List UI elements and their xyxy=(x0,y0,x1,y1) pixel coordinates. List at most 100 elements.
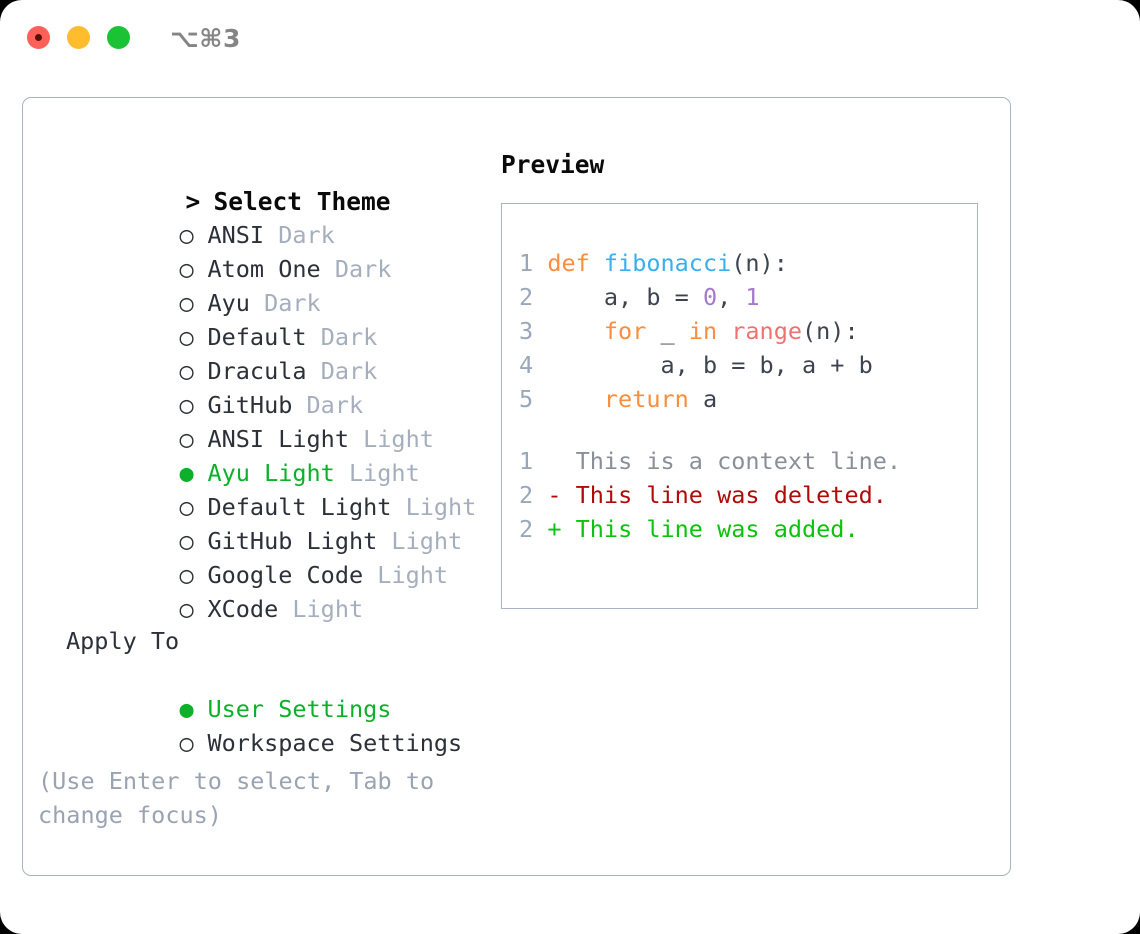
diff-line-context: 1 This is a context line. xyxy=(519,444,971,478)
theme-option-ayu-light[interactable]: ● Ayu Light Light xyxy=(38,422,508,487)
radio-selected-icon: ● xyxy=(179,695,194,723)
apply-to-option-workspace-settings[interactable]: ○Workspace Settings xyxy=(38,692,508,757)
radio-unselected-icon: ○ xyxy=(179,221,194,249)
preview-box: 1 def fibonacci(n): 2 a, b = 0, 1 3 for … xyxy=(501,203,978,609)
theme-option-dracula-dark[interactable]: ○ Dracula Dark xyxy=(38,320,508,385)
code-token: (n): xyxy=(802,317,859,345)
theme-option-github-dark[interactable]: ○ GitHub Dark xyxy=(38,354,508,419)
code-token: a, b = b, a + b xyxy=(547,351,873,379)
line-number: 2 xyxy=(519,481,534,509)
code-token: 1 xyxy=(745,283,760,311)
theme-option-tag-label: Dark xyxy=(320,357,378,385)
code-token: 0 xyxy=(702,283,718,311)
theme-option-label: Dracula xyxy=(207,357,307,385)
code-token: in xyxy=(688,317,718,345)
diff-text: This is a context line. xyxy=(575,447,902,475)
code-token: _ xyxy=(646,317,689,345)
theme-option-tag-label: Light xyxy=(405,493,477,521)
theme-option-label: Ayu xyxy=(207,289,250,317)
preview-column: Preview 1 def fibonacci(n): 2 a, b = 0, … xyxy=(501,148,1001,609)
radio-unselected-icon: ○ xyxy=(179,729,194,757)
theme-option-label: XCode xyxy=(207,595,279,623)
prompt-caret-icon: > xyxy=(185,187,201,216)
diff-line-deleted: 2 - This line was deleted. xyxy=(519,478,971,512)
code-token: (n): xyxy=(731,249,788,277)
theme-picker-column: >Select Theme ○ANSI Dark ○Atom One Dark … xyxy=(38,148,508,832)
theme-option-tag-label: Dark xyxy=(264,289,321,317)
line-number: 5 xyxy=(519,385,534,413)
code-line: 4 a, b = b, a + b xyxy=(519,348,971,382)
radio-unselected-icon: ○ xyxy=(179,289,194,317)
minimize-window-icon[interactable] xyxy=(67,26,90,49)
line-number: 3 xyxy=(519,317,534,345)
line-number: 1 xyxy=(519,249,534,277)
diff-marker: - xyxy=(547,481,562,509)
code-token: return xyxy=(603,385,689,413)
theme-option-github-light[interactable]: ○GitHub Light Light xyxy=(38,490,508,555)
theme-option-tag-label: Light xyxy=(292,595,364,623)
code-token xyxy=(547,317,604,345)
radio-unselected-icon: ○ xyxy=(179,255,194,283)
preview-heading: Preview xyxy=(501,150,605,179)
theme-option-atom-one-dark[interactable]: ○Atom One Dark xyxy=(38,218,508,283)
diff-sample: 1 This is a context line. 2 - This line … xyxy=(519,444,971,546)
keyboard-hint-text: (Use Enter to select, Tab to change focu… xyxy=(38,767,449,829)
apply-to-heading: Apply To xyxy=(66,627,180,655)
close-window-icon[interactable] xyxy=(27,26,50,49)
theme-option-ansi-dark[interactable]: ○ANSI Dark xyxy=(38,184,508,249)
panel-columns: >Select Theme ○ANSI Dark ○Atom One Dark … xyxy=(23,98,1010,875)
theme-option-label: Atom One xyxy=(207,255,321,283)
code-token: def xyxy=(547,249,604,277)
select-theme-heading: > Select Theme xyxy=(38,148,508,216)
radio-unselected-icon: ○ xyxy=(179,323,194,351)
code-token: a, b = xyxy=(547,283,703,311)
theme-option-ansi-light[interactable]: ○ ANSI Light Light xyxy=(38,388,508,453)
code-token xyxy=(547,385,604,413)
radio-unselected-icon: ○ xyxy=(179,391,194,419)
diff-text: This line was added. xyxy=(575,515,859,543)
theme-option-label: GitHub Light xyxy=(207,527,378,555)
theme-option-label: ANSI xyxy=(207,221,265,249)
theme-option-label: ANSI Light xyxy=(207,425,349,453)
theme-option-default-light[interactable]: ○Default Light Light xyxy=(38,456,508,521)
theme-option-label: Ayu Light xyxy=(207,459,335,487)
theme-option-default-dark[interactable]: ○Default Dark xyxy=(38,286,508,351)
theme-option-tag-label: Light xyxy=(363,425,434,453)
code-line: 1 def fibonacci(n): xyxy=(519,246,971,280)
line-number: 4 xyxy=(519,351,534,379)
window-title-shortcut: ⌥⌘3 xyxy=(170,24,241,53)
code-token: range xyxy=(731,317,803,345)
radio-unselected-icon: ○ xyxy=(179,561,194,589)
code-token xyxy=(717,317,731,345)
code-token: for xyxy=(603,317,647,345)
traffic-lights xyxy=(27,26,130,49)
radio-unselected-icon: ○ xyxy=(179,357,194,385)
code-token: , xyxy=(717,283,746,311)
theme-option-tag-label: Dark xyxy=(306,391,364,419)
main-panel: >Select Theme ○ANSI Dark ○Atom One Dark … xyxy=(22,97,1011,876)
radio-unselected-icon: ○ xyxy=(179,595,194,623)
diff-marker: + xyxy=(547,515,562,543)
code-line: 2 a, b = 0, 1 xyxy=(519,280,971,314)
apply-to-option-user-settings[interactable]: ●User Settings xyxy=(38,658,508,723)
code-line: 5 return a xyxy=(519,382,971,416)
theme-option-google-code[interactable]: ○ Google Code Light xyxy=(38,524,508,589)
theme-option-tag-label: Light xyxy=(348,459,420,487)
title-bar: ⌥⌘3 xyxy=(0,0,1140,78)
code-token: fibonacci xyxy=(603,249,732,277)
code-line: 3 for _ in range(n): xyxy=(519,314,971,348)
theme-option-xcode[interactable]: ○ XCode Light xyxy=(38,558,508,623)
select-theme-heading-label: Select Theme xyxy=(213,187,391,216)
maximize-window-icon[interactable] xyxy=(107,26,130,49)
theme-option-label: GitHub xyxy=(207,391,293,419)
theme-option-label: Google Code xyxy=(207,561,364,589)
theme-option-ayu-dark[interactable]: ○ Ayu Dark xyxy=(38,252,508,317)
radio-unselected-icon: ○ xyxy=(179,425,194,453)
line-number: 1 xyxy=(519,447,534,475)
theme-option-tag-label: Light xyxy=(377,561,449,589)
theme-option-label: Default Light xyxy=(207,493,392,521)
theme-option-tag-label: Light xyxy=(391,527,463,555)
radio-selected-icon: ● xyxy=(179,459,194,487)
diff-marker xyxy=(547,447,561,475)
